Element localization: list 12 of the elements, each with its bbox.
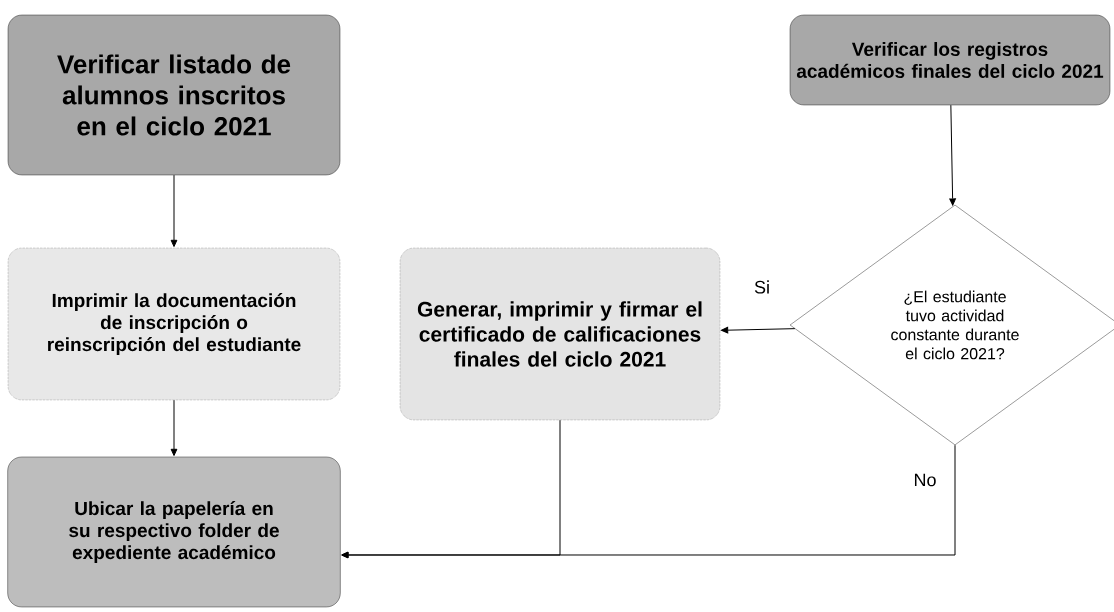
edge-label: Si [752, 278, 772, 296]
arrow [949, 104, 956, 206]
process-box: Verificar listado de alumnos inscritos en el ciclo 2021 [7, 14, 341, 176]
process-box: Verificar los registros académicos finales del ciclo 2021 [789, 14, 1111, 106]
process-box: Generar, imprimir y firmar el certificado de calificaciones finales del ciclo 2021 [399, 247, 721, 421]
arrow [341, 419, 561, 559]
process-box: Imprimir la documentación de inscripción o reinscripción del estudiante [7, 247, 341, 401]
edge-label: No [911, 471, 939, 489]
arrow [720, 326, 796, 334]
arrow [170, 399, 178, 457]
arrow [170, 174, 178, 248]
process-box: Ubicar la papelería en su respectivo folder de expediente académico [7, 456, 341, 608]
